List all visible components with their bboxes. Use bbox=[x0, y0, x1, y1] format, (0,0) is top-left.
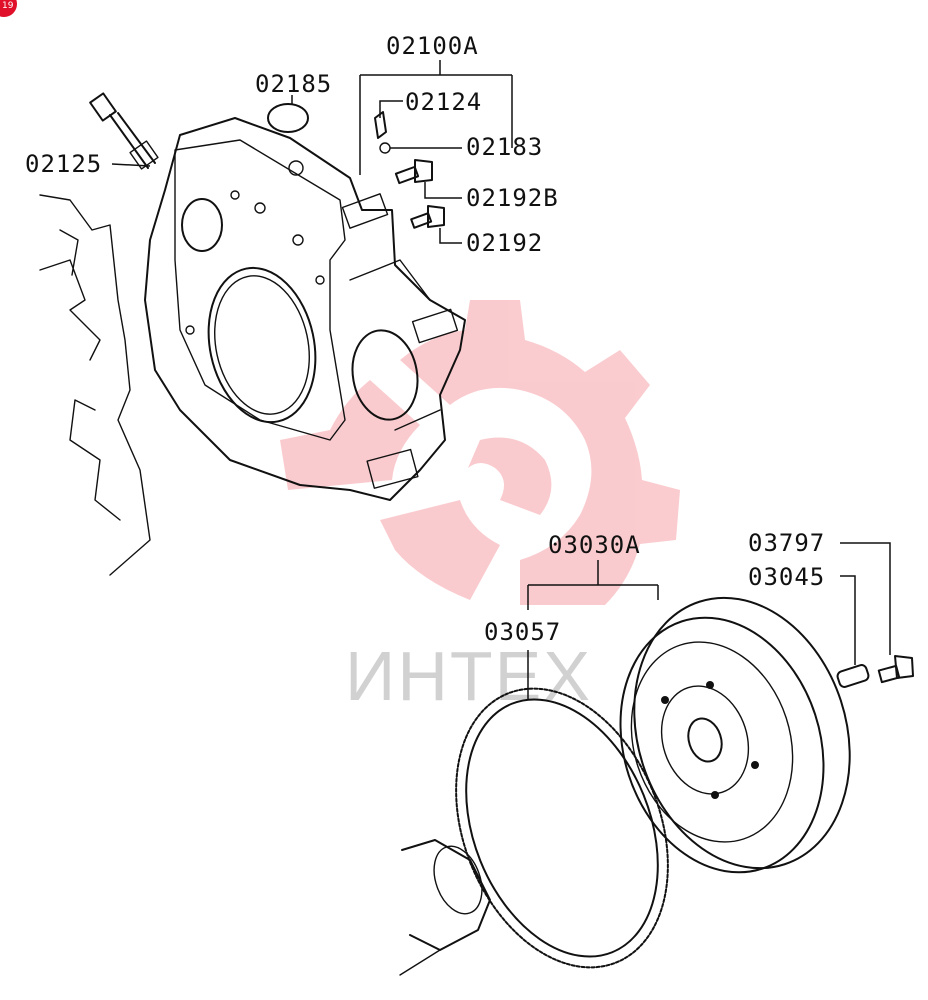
label-bolt-flywheel: 03797 bbox=[748, 529, 825, 557]
label-plate: 03045 bbox=[748, 563, 825, 591]
leader-lines bbox=[111, 60, 891, 700]
label-cover: 02185 bbox=[255, 70, 332, 98]
crankshaft-end bbox=[399, 839, 491, 976]
cover-plug bbox=[267, 103, 309, 133]
plate-part bbox=[836, 664, 870, 688]
sensor-part bbox=[89, 92, 159, 170]
label-bolt: 02192 bbox=[466, 229, 543, 257]
label-nut: 02183 bbox=[466, 133, 543, 161]
flywheel bbox=[619, 596, 851, 874]
label-clip: 02124 bbox=[405, 88, 482, 116]
watermark-gear-icon bbox=[280, 300, 680, 605]
label-assy-housing: 02100A bbox=[386, 32, 479, 60]
bolt-part bbox=[410, 205, 445, 229]
corner-badge-text: 19 bbox=[2, 1, 14, 11]
corner-badge: 19 bbox=[0, 0, 17, 17]
bolt-flywheel-part bbox=[877, 655, 914, 684]
clip-part bbox=[374, 111, 391, 154]
label-bolt-b: 02192B bbox=[466, 184, 559, 212]
label-assy-flywheel: 03030A bbox=[548, 531, 641, 559]
label-sensor: 02125 bbox=[25, 150, 102, 178]
flywheel-housing bbox=[144, 117, 466, 501]
label-ring-gear: 03057 bbox=[484, 618, 561, 646]
bolt-b-part bbox=[394, 159, 433, 185]
engine-block-outline bbox=[39, 194, 151, 576]
